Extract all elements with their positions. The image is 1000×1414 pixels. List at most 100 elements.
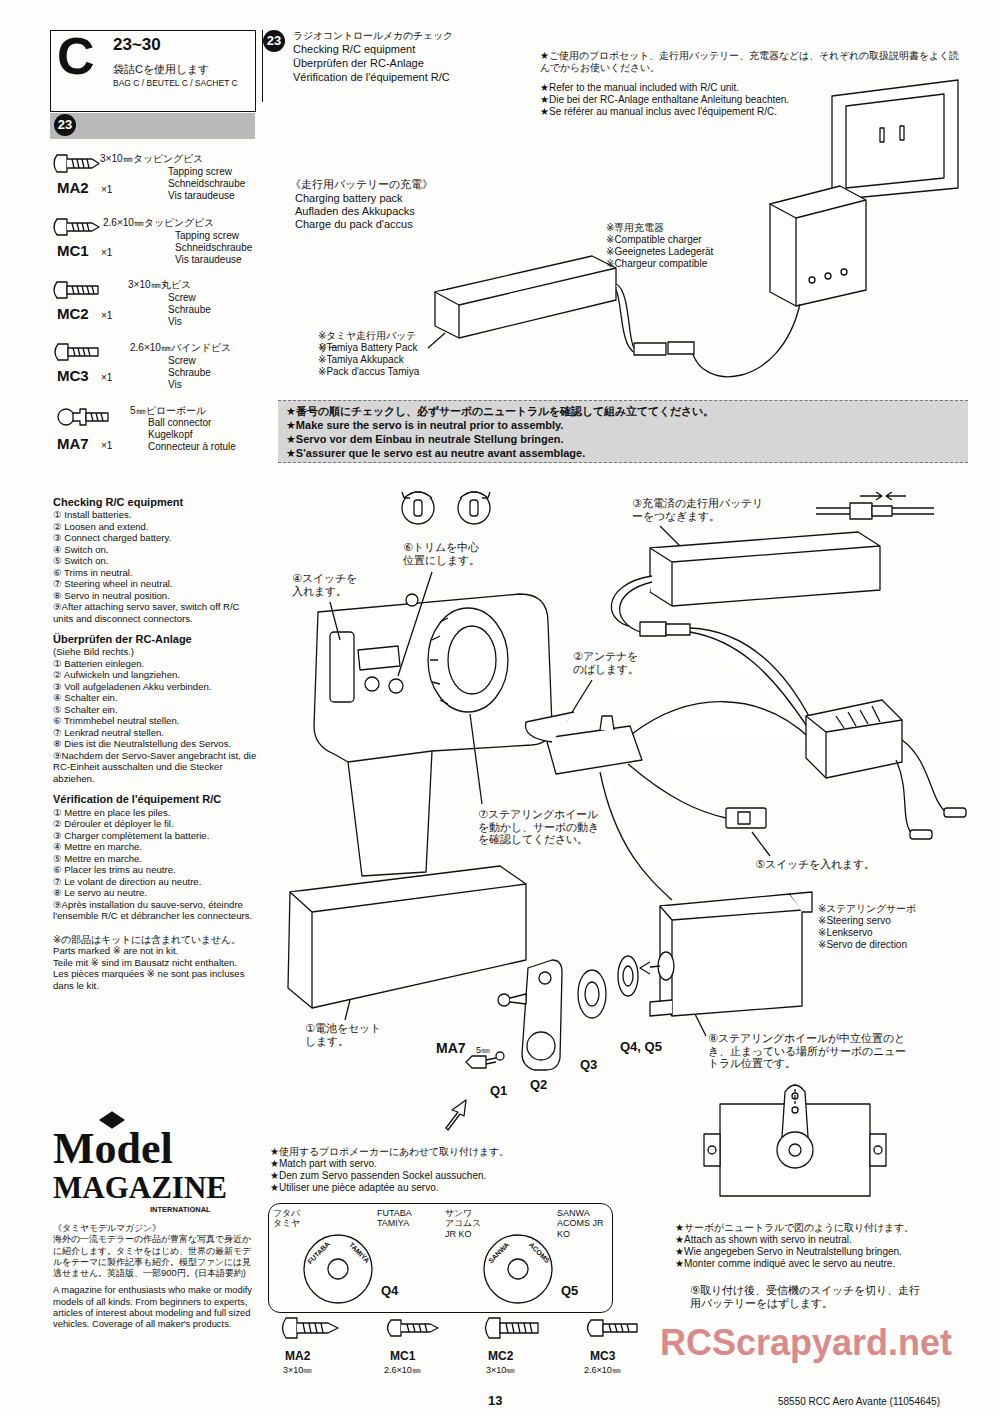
- node-text: サンワ アコムス JR KO: [445, 1208, 481, 1239]
- instruction-line: ⑧ Le servo au neutre.: [53, 887, 261, 899]
- instruction-line: ④ Mettre en marche.: [53, 841, 261, 853]
- node-text: Überprüfen der RC-Anlage: [293, 57, 508, 70]
- leader-line: [428, 333, 445, 348]
- label: Q2: [530, 1078, 560, 1093]
- node-text: 23: [263, 30, 285, 52]
- label: ※Tamiya Akkupack: [318, 354, 426, 366]
- label: MA2: [285, 1350, 335, 1364]
- battery-drawing: [435, 256, 634, 352]
- label: Schneidschraube: [175, 242, 260, 254]
- label: ※専用充電器: [606, 222, 761, 234]
- servo-drawing: [640, 892, 812, 1016]
- node-text: ★S'assurer que le servo est au neutre av…: [286, 447, 956, 460]
- label: 3×10㎜丸ビス: [128, 279, 258, 291]
- node-text: BAG C / BEUTEL C / SACHET C: [113, 79, 253, 89]
- label: 3×10㎜タッピングビス: [100, 153, 255, 165]
- connector-icon: [816, 492, 934, 519]
- label: ★Se référer au manual inclus avec l'équi…: [540, 106, 965, 118]
- label: ×1: [101, 247, 121, 259]
- step-bar: 23: [50, 113, 255, 139]
- instruction-line: ④ Schalter ein.: [53, 692, 261, 704]
- node-text: ACOMS: [522, 1236, 556, 1270]
- node-text: ★番号の順にチェックし、必ずサーボのニュートラルを確認して組み立ててください。: [286, 405, 956, 418]
- label: ★Monter comme indiqué avec le servo au n…: [675, 1258, 975, 1270]
- label: Kugelkopf: [148, 429, 258, 441]
- node-text: フタバ タミヤ: [273, 1208, 303, 1229]
- instruction-line: ③ Charger complètement la batterie.: [53, 830, 261, 842]
- label: 2.6×10㎜バインドビス: [130, 342, 258, 354]
- text-column: Checking R/C equipment① Install batterie…: [53, 496, 261, 991]
- label: MAGAZINE: [53, 1170, 258, 1206]
- node-text: ラジオコントロールメカのチェック: [293, 30, 508, 42]
- instruction-line: ⑨After attaching servo saver, switch off…: [53, 601, 261, 624]
- label: Q3: [580, 1058, 610, 1073]
- label: Ball connector: [148, 417, 258, 429]
- label: ④スイッチを入れます。: [292, 572, 360, 597]
- instruction-line: ① Install batteries.: [53, 509, 261, 521]
- label: ×1: [101, 184, 121, 196]
- label: Tapping screw: [168, 166, 258, 178]
- node-text: FUTABA: [302, 1236, 336, 1270]
- instruction-line: ⑥ Placer les trims au neutre.: [53, 864, 261, 876]
- label: ⑥トリムを中心位置にします。: [403, 541, 483, 566]
- instruction-line: 海外の一流モデラーの作品が豊富な写真で身近かに紹介します。タミヤをはじめ、世界の…: [53, 1233, 258, 1278]
- label: ②アンテナをのばします。: [573, 650, 645, 675]
- label: 5㎜ピローボール: [130, 405, 258, 417]
- screw-icon: [54, 155, 108, 425]
- label: 2.6×10㎜タッピングビス: [103, 217, 255, 229]
- label: MA7: [57, 435, 99, 452]
- instruction-line: A magazine for enthusiasts who make or m…: [53, 1284, 258, 1329]
- servo-spline-disc: [304, 1235, 552, 1303]
- instruction-line: ⑥ Trimmhebel neutral stellen.: [53, 715, 261, 727]
- instruction-line: 《タミヤモデルマガジン》: [53, 1222, 258, 1233]
- label: Model: [53, 1124, 258, 1175]
- part-choice-box: フタバ タミヤFUTABA TAMIYAサンワ アコムス JR KOSANWA …: [268, 1203, 613, 1313]
- instruction-line: ③ Voll aufgeladenen Akku verbinden.: [53, 681, 261, 693]
- label: ×1: [101, 372, 121, 384]
- node-text: ★Servo vor dem Einbau in neutrale Stellu…: [286, 433, 956, 446]
- label: ※Servo de direction: [818, 939, 968, 951]
- battery-drawing: [611, 532, 880, 728]
- label: 《走行用バッテリーの充電》: [290, 178, 510, 191]
- instruction-line: ② Dérouler et déployer le fil.: [53, 818, 261, 830]
- instruction-line: ※の部品はキットには含まれていません。: [53, 934, 261, 946]
- section-box: C23~30袋詰Cを使用しますBAG C / BEUTEL C / SACHET…: [50, 30, 256, 112]
- section-heading: Überprüfen der RC-Anlage: [53, 633, 261, 646]
- label: ⑤スイッチを入れます。: [755, 858, 885, 871]
- label: ※Geeignetes Ladegerät: [606, 246, 761, 258]
- label: ⑨取り付け後、受信機のスイッチを切り、走行用バッテリーをはずします。: [690, 1284, 920, 1309]
- section-heading: Vérification de l'équipement R/C: [53, 793, 261, 806]
- step-header: 23ラジオコントロールメカのチェックChecking R/C equipment…: [262, 30, 512, 102]
- label: ×1: [101, 440, 121, 452]
- label: ★使用するプロポメーカーにあわせて取り付けます。: [270, 1146, 680, 1158]
- instruction-line: ⑥ Trims in neutral.: [53, 567, 261, 579]
- label: ①電池をセットします。: [305, 1022, 385, 1047]
- label: Vis taraudeuse: [175, 254, 260, 266]
- label: ⑧ステアリングホイールが中立位置のとき、止まっている場所がサーボのニュートラル位…: [708, 1032, 908, 1070]
- label: MC2: [488, 1350, 538, 1364]
- instruction-line: ⑤ Switch on.: [53, 555, 261, 567]
- label: Schraube: [168, 304, 258, 316]
- label: Screw: [168, 292, 258, 304]
- node-text: Q4: [381, 1284, 411, 1299]
- label: ※Pack d'accus Tamiya: [318, 366, 426, 378]
- trim-icon: [402, 492, 490, 524]
- node-text: FUTABA TAMIYA: [377, 1208, 427, 1229]
- instruction-line: ⑦ Steering wheel in neutral.: [53, 578, 261, 590]
- label: 3×10㎜: [283, 1365, 343, 1375]
- label: ★Match part with servo.: [270, 1158, 680, 1170]
- label: Charging battery pack: [295, 192, 505, 205]
- label: Charge du pack d'accus: [295, 218, 505, 231]
- screw-icon: [283, 1318, 638, 1338]
- label: ※Steering servo: [818, 915, 968, 927]
- node-text: Q5: [561, 1284, 591, 1299]
- instruction-line: ⑤ Schalter ein.: [53, 704, 261, 716]
- transmitter-drawing: [288, 594, 552, 1008]
- instruction-line: ⑧ Servo in neutral position.: [53, 590, 261, 602]
- label: ★Attach as shown with servo in neutral.: [675, 1234, 975, 1246]
- label: 3×10㎜: [486, 1365, 546, 1375]
- instruction-line: (Siehe Bild rechts.): [53, 646, 261, 658]
- speed-controller-drawing: [726, 700, 966, 839]
- label: Q1: [490, 1084, 520, 1099]
- instruction-line: Les pièces marquées ※ ne sont pas inclus…: [53, 968, 261, 991]
